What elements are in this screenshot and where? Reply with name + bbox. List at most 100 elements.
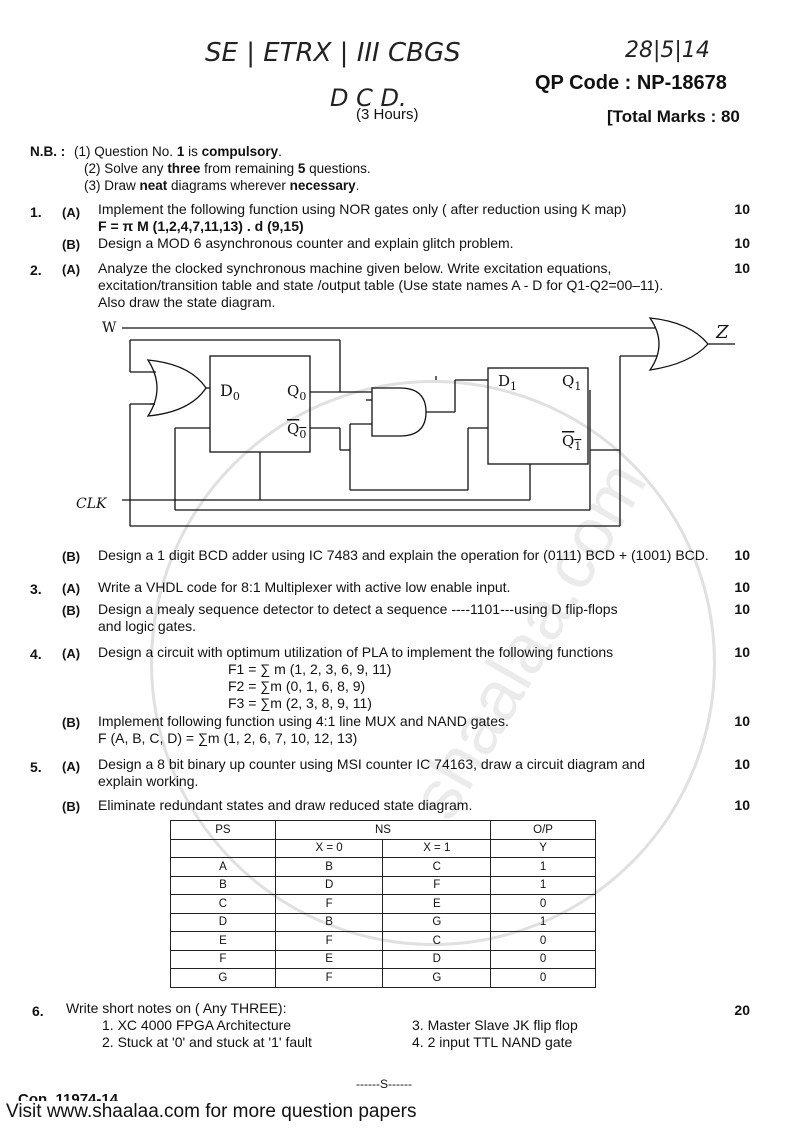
cell: D	[170, 912, 276, 932]
q1a-label: (A)	[62, 205, 81, 220]
header-ps: PS	[170, 820, 276, 840]
q6-marks: 20	[734, 1002, 750, 1018]
cell: 1	[490, 912, 596, 932]
cell: F	[170, 949, 276, 969]
nb-item-2: (2) Solve any three from remaining 5 que…	[84, 161, 371, 176]
or-gate-input	[146, 359, 207, 417]
handwritten-date: 28|5|14	[625, 38, 710, 63]
q1a-text-1: Implement the following function using N…	[98, 201, 627, 217]
header-y: Y	[490, 838, 596, 858]
table-header-row: PS NS O/P	[170, 820, 596, 840]
q1a-marks: 10	[734, 201, 750, 217]
q2b-label: (B)	[62, 549, 81, 564]
q2a-marks: 10	[734, 260, 750, 276]
or-gate-output	[648, 317, 709, 371]
label-q0bar: Q0	[287, 420, 306, 441]
q3b-text-1: Design a mealy sequence detector to dete…	[98, 601, 618, 617]
total-marks: [Total Marks : 80	[607, 107, 740, 126]
q4b-text-2: F (A, B, C, D) = ∑m (1, 2, 6, 7, 10, 12,…	[98, 730, 358, 746]
q4b-marks: 10	[734, 713, 750, 729]
end-marker: ------S------	[356, 1077, 412, 1091]
q1a-text-2: F = π M (1,2,4,7,11,13) . d (9,15)	[98, 218, 304, 234]
q3a-marks: 10	[734, 579, 750, 595]
q4b-label: (B)	[62, 715, 81, 730]
q6-number: 6.	[32, 1003, 44, 1019]
q4a-text: Design a circuit with optimum utilizatio…	[98, 644, 614, 660]
q2a-text-2: excitation/transition table and state /o…	[98, 277, 664, 293]
q2b-text: Design a 1 digit BCD adder using IC 7483…	[98, 547, 709, 563]
q4-number: 4.	[30, 646, 42, 662]
q1b-text: Design a MOD 6 asynchronous counter and …	[98, 235, 514, 251]
q2b-marks: 10	[734, 547, 750, 563]
cell: 0	[490, 931, 596, 951]
cell: E	[274, 949, 384, 969]
label-q1: Q1	[562, 372, 581, 393]
cell: 0	[490, 968, 596, 988]
cell: E	[382, 894, 492, 914]
cell: D	[382, 949, 492, 969]
cell: F	[274, 894, 384, 914]
q6-text: Write short notes on ( Any THREE):	[66, 1000, 287, 1016]
cell: C	[382, 857, 492, 877]
handwritten-subject: D C D.	[330, 84, 407, 112]
q4a-f2: F2 = ∑m (0, 1, 6, 8, 9)	[228, 678, 366, 694]
cell: B	[274, 857, 384, 877]
cell: D	[274, 875, 384, 895]
q3b-label: (B)	[62, 603, 81, 618]
q4a-label: (A)	[62, 646, 81, 661]
cell: E	[170, 931, 276, 951]
label-d1: D1	[498, 372, 517, 393]
sequential-circuit-diagram: W CLK D0 Q0 Q0 D1 Q1 Q1 Z	[76, 317, 735, 527]
q6-item-4: 4. 2 input TTL NAND gate	[412, 1034, 573, 1050]
q5b-marks: 10	[734, 797, 750, 813]
q6-item-1: 1. XC 4000 FPGA Architecture	[102, 1017, 292, 1033]
q5b-text: Eliminate redundant states and draw redu…	[98, 797, 473, 813]
q1-number: 1.	[30, 204, 42, 220]
cell: 0	[490, 949, 596, 969]
cell: C	[382, 931, 492, 951]
nb-item-1: (1) Question No. 1 is compulsory.	[74, 144, 282, 159]
q1b-label: (B)	[62, 237, 81, 252]
q5a-label: (A)	[62, 759, 81, 774]
q4a-f3: F3 = ∑m (2, 3, 8, 9, 11)	[228, 695, 372, 711]
header-ns: NS	[274, 820, 492, 840]
and-gate	[371, 387, 427, 437]
q4a-f1: F1 = ∑ m (1, 2, 3, 6, 9, 11)	[228, 661, 392, 677]
q2a-text-1: Analyze the clocked synchronous machine …	[98, 260, 612, 276]
cell: C	[170, 894, 276, 914]
exam-duration: (3 Hours)	[356, 106, 419, 123]
q5-number: 5.	[30, 759, 42, 775]
cell: F	[274, 968, 384, 988]
cell: F	[274, 931, 384, 951]
q4a-marks: 10	[734, 644, 750, 660]
q2a-label: (A)	[62, 262, 81, 277]
cell: B	[170, 875, 276, 895]
footer-visit-link[interactable]: Visit www.shaalaa.com for more question …	[4, 1101, 419, 1123]
label-d0: D0	[220, 381, 240, 403]
nb-item-3: (3) Draw neat diagrams wherever necessar…	[84, 178, 360, 193]
handwritten-title: SE | ETRX | III CBGS	[205, 38, 461, 68]
cell: B	[274, 912, 384, 932]
cell: 1	[490, 875, 596, 895]
label-q1bar: Q1	[562, 432, 581, 453]
label-q0: Q0	[287, 382, 306, 403]
label-clk: CLK	[76, 496, 108, 512]
q6-item-3: 3. Master Slave JK flip flop	[412, 1017, 578, 1033]
cell: G	[170, 968, 276, 988]
cell: G	[382, 968, 492, 988]
q1b-marks: 10	[734, 235, 750, 251]
cell: A	[170, 857, 276, 877]
q3a-label: (A)	[62, 581, 81, 596]
cell: 1	[490, 857, 596, 877]
header-ps-blank	[170, 838, 276, 858]
label-w: W	[102, 320, 117, 336]
q3b-text-2: and logic gates.	[98, 618, 197, 634]
cell: G	[382, 912, 492, 932]
